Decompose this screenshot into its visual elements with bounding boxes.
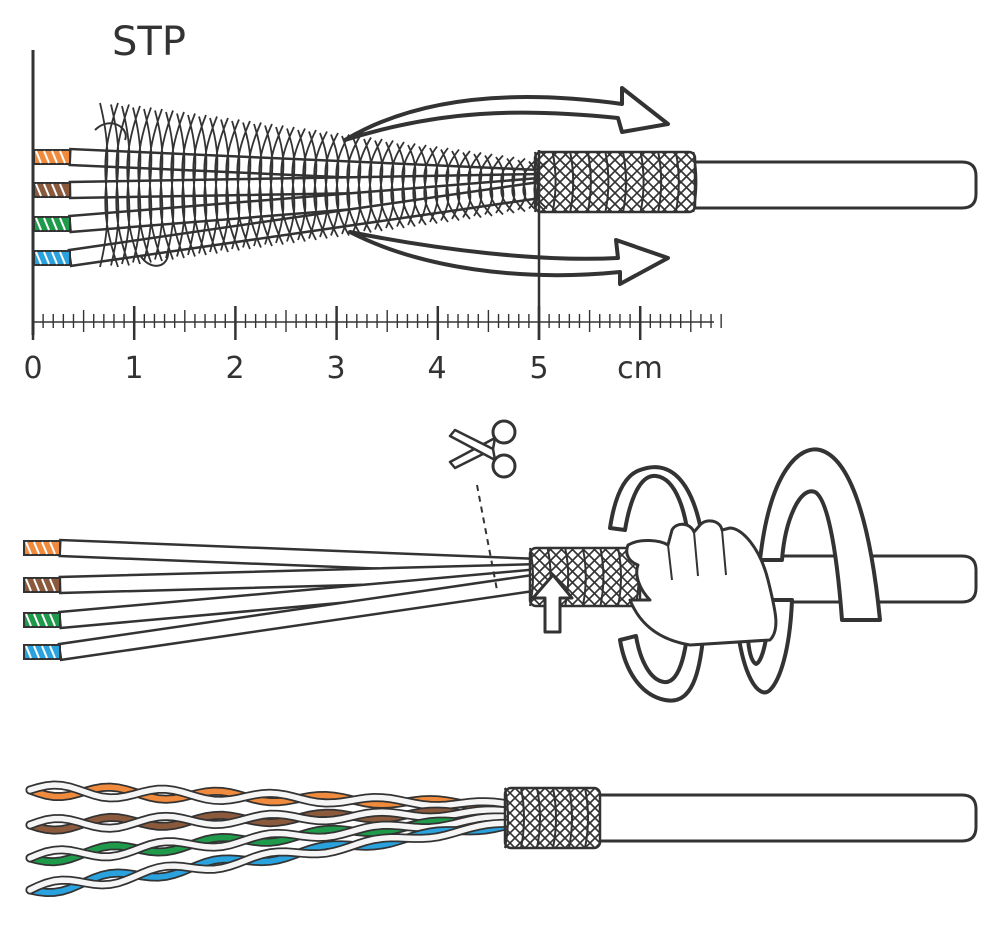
conductor-white bbox=[27, 782, 513, 809]
shield-ring bbox=[639, 151, 645, 213]
braided-shield-3 bbox=[503, 786, 602, 850]
shield-ring bbox=[520, 787, 525, 849]
pair-orange bbox=[25, 780, 515, 812]
shield-braid-strands bbox=[534, 151, 696, 213]
loosened-shield-mesh bbox=[94, 102, 548, 268]
wires-bundle bbox=[33, 147, 543, 268]
shield-ring bbox=[504, 787, 509, 849]
shield-ring bbox=[529, 547, 534, 607]
title-label: STP bbox=[112, 19, 186, 65]
twisted-pairs bbox=[25, 780, 515, 898]
shield-ring bbox=[692, 151, 698, 213]
conductor-white bbox=[27, 820, 513, 893]
shield-ring bbox=[552, 787, 557, 849]
ruler-label-5: 5 bbox=[529, 351, 548, 386]
panel-1-strip-jacket: STP 0 1 2 3 bbox=[23, 19, 978, 386]
fold-back-arrow-bottom bbox=[348, 230, 670, 286]
hand-icon bbox=[625, 519, 778, 647]
conductor-white bbox=[27, 807, 513, 831]
panel-2-cut-and-fold-shield bbox=[23, 419, 978, 703]
cut-line bbox=[476, 484, 498, 591]
shield-ring bbox=[586, 151, 592, 213]
ruler-label-0: 0 bbox=[23, 351, 42, 386]
ruler: 0 1 2 3 4 5 cm bbox=[23, 306, 722, 386]
loose-strand-ends bbox=[94, 122, 170, 267]
shield-ring bbox=[551, 151, 557, 213]
conductor-colored bbox=[27, 821, 513, 896]
cable-jacket-3 bbox=[598, 793, 978, 843]
shield-ring bbox=[581, 547, 587, 607]
shield-ring bbox=[674, 151, 680, 213]
shield-ring bbox=[536, 787, 541, 849]
cable-jacket bbox=[690, 160, 978, 210]
wires-bundle-2 bbox=[23, 538, 543, 662]
rotation-arrow-icon bbox=[531, 573, 574, 634]
shield-ring bbox=[617, 547, 622, 607]
ruler-label-4: 4 bbox=[427, 351, 446, 386]
panel-3-pairs-ready bbox=[25, 780, 978, 898]
ruler-label-3: 3 bbox=[326, 351, 345, 386]
shield-ring bbox=[604, 151, 610, 213]
conductor-colored bbox=[27, 784, 513, 810]
pair-brown bbox=[25, 805, 515, 835]
pair-blue bbox=[25, 818, 515, 898]
braided-shield bbox=[533, 150, 698, 214]
mesh-strands bbox=[99, 102, 548, 268]
shield-ring bbox=[622, 151, 627, 213]
fold-rotation-ribbon bbox=[733, 447, 882, 695]
shield-ring bbox=[569, 151, 575, 213]
shield-ring bbox=[657, 151, 663, 213]
shield-ring bbox=[564, 547, 570, 607]
shield-ring bbox=[568, 787, 573, 849]
ruler-ticks bbox=[31, 306, 722, 340]
conductor-colored bbox=[27, 808, 513, 833]
ruler-labels: 0 1 2 3 4 5 cm bbox=[23, 351, 662, 386]
fold-back-arrow-top bbox=[343, 86, 670, 142]
ruler-label-2: 2 bbox=[225, 351, 244, 386]
ruler-unit-label: cm bbox=[617, 351, 663, 386]
ruler-label-1: 1 bbox=[124, 351, 143, 386]
shield-ring bbox=[599, 547, 605, 607]
conductor-colored bbox=[27, 815, 513, 865]
shield-ring bbox=[584, 787, 589, 849]
scissors-icon bbox=[448, 419, 517, 479]
